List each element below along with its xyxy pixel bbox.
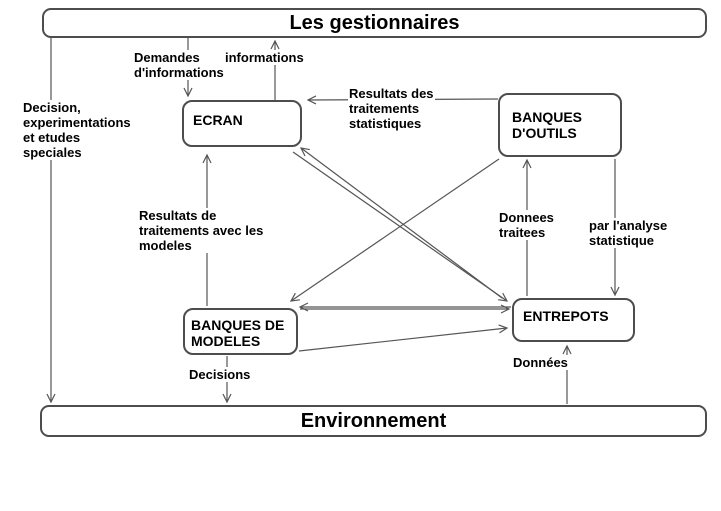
edge-modeles-to-entrepots-diagonal (298, 324, 509, 352)
edge-label-demandes: Demandes d'informations (133, 50, 225, 80)
edge-outils-to-modeles (289, 158, 500, 302)
node-banques-outils: BANQUES D'OUTILS (498, 93, 622, 157)
edge-label-decision-experimentations: Decision, experimentations et etudes spe… (22, 100, 132, 160)
node-banques-modeles: BANQUES DE MODELES (183, 308, 298, 355)
node-entrepots: ENTREPOTS (512, 298, 635, 342)
edge-label-resultats-modeles: Resultats de traitements avec les modele… (138, 208, 265, 253)
edge-entrepots-to-ecran (299, 147, 503, 299)
edge-label-decisions: Decisions (188, 367, 252, 382)
edge-label-informations: informations (224, 50, 305, 65)
edge-label-par-analyse: par l'analyse statistique (588, 218, 669, 248)
node-environnement: Environnement (40, 405, 707, 437)
edge-label-donnees: Données (512, 355, 569, 370)
edge-label-donnees-traitees: Donnees traitees (498, 210, 555, 240)
node-les-gestionnaires: Les gestionnaires (42, 8, 707, 38)
edge-label-resultats-stats: Resultats des traitements statistiques (348, 86, 435, 131)
node-ecran: ECRAN (182, 100, 302, 147)
